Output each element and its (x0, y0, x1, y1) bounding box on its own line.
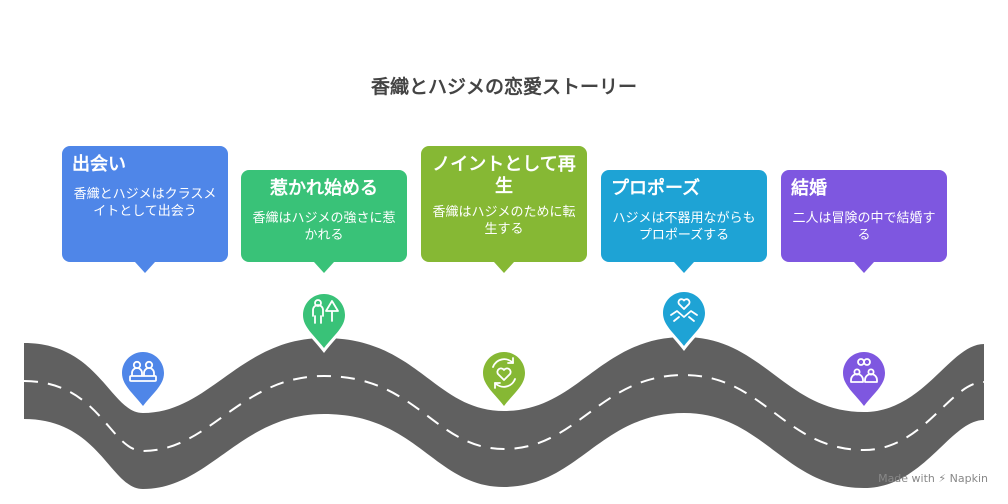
stage-title: プロポーズ (611, 178, 701, 199)
napkin-logo-icon: ⚡ (938, 472, 947, 485)
stage-description: 香織はハジメの強さに惹かれる (252, 211, 396, 243)
stage-card-meeting: 出会い 香織とハジメはクラスメイトとして出会う (62, 146, 228, 273)
diagram-title: 香織とハジメの恋愛ストーリー (370, 76, 637, 98)
heart-cycle-icon (492, 357, 516, 389)
stage-description: ハジメは不器用ながらもプロポーズする (612, 211, 756, 243)
road-surface (24, 337, 984, 489)
heart-hands-icon (670, 298, 698, 322)
made-with-label: Made with (878, 472, 935, 485)
stage-title: ノイントとして再生 (432, 154, 576, 197)
people-at-table-icon (129, 360, 157, 382)
stage-description: 香織はハジメのために転生する (432, 205, 576, 237)
stage-card-marriage: 結婚 二人は冒険の中で結婚する (781, 170, 947, 273)
stage-marker (838, 347, 890, 413)
stage-title: 結婚 (791, 178, 827, 199)
stage-marker (117, 347, 169, 413)
stage-marker (478, 347, 530, 413)
stage-title: 惹かれ始める (270, 178, 378, 199)
couple-rings-icon (850, 358, 878, 383)
stage-description: 香織とハジメはクラスメイトとして出会う (73, 187, 217, 219)
person-with-tree-icon (312, 299, 339, 324)
napkin-attribution: Made with ⚡ Napkin (878, 472, 988, 485)
napkin-brand-label: Napkin (949, 472, 988, 485)
stage-marker (298, 289, 350, 355)
stage-marker (658, 287, 710, 353)
stage-card-rebirth: ノイントとして再生 香織はハジメのために転生する (421, 146, 587, 273)
stage-title: 出会い (72, 154, 126, 175)
stage-card-proposal: プロポーズ ハジメは不器用ながらもプロポーズする (601, 170, 767, 273)
stage-description: 二人は冒険の中で結婚する (792, 211, 936, 243)
stage-card-attraction: 惹かれ始める 香織はハジメの強さに惹かれる (241, 170, 407, 273)
road-center-line (23, 373, 985, 453)
